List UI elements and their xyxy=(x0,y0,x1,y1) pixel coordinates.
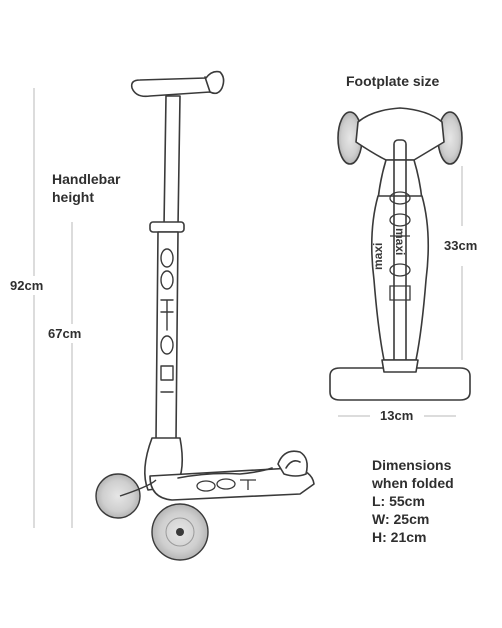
folded-length: L: 55cm xyxy=(372,493,425,509)
footplate-width-label: 13cm xyxy=(380,408,414,423)
folded-width: W: 25cm xyxy=(372,511,430,527)
footplate-size-title: Footplate size xyxy=(346,73,440,89)
folded-title-line1: Dimensions xyxy=(372,457,452,473)
top-view-footplate xyxy=(329,107,471,401)
footplate-logo xyxy=(389,191,411,301)
side-view-scooter xyxy=(130,70,315,501)
folded-dimensions: Dimensions when folded L: 55cm W: 25cm H… xyxy=(372,456,454,546)
deck-logo xyxy=(196,478,256,492)
handlebar-height-title: Handlebar height xyxy=(52,170,120,206)
footplate-model-text-2: maxi xyxy=(371,242,385,270)
folded-height: H: 21cm xyxy=(372,529,427,545)
handlebar-height-line1: Handlebar xyxy=(52,171,121,187)
footplate-model-text-1: maxi xyxy=(393,228,407,256)
front-wheels-glow xyxy=(95,473,209,561)
footplate-length-label: 33cm xyxy=(444,238,478,253)
height-max-label: 92cm xyxy=(10,276,44,295)
handlebar-height-line2: height xyxy=(52,189,94,205)
height-min-label: 67cm xyxy=(48,324,82,343)
folded-title-line2: when folded xyxy=(372,475,454,491)
